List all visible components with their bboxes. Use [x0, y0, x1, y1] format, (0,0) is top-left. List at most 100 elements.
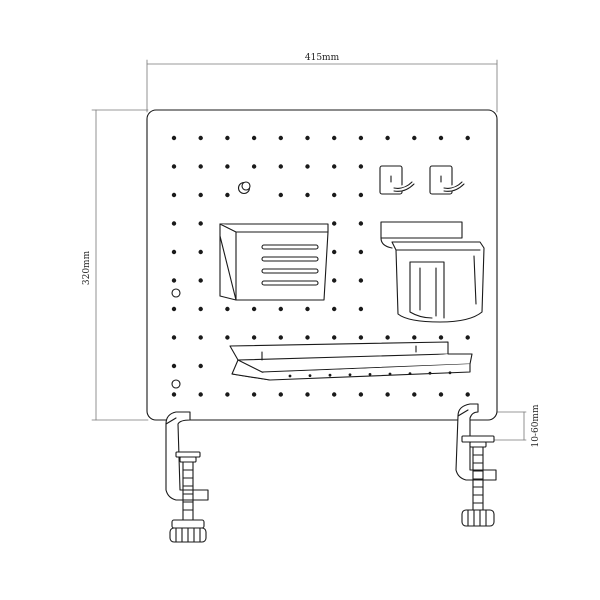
peg-hole: [358, 249, 364, 255]
peg-hole: [385, 135, 390, 141]
peg-hole: [171, 135, 177, 141]
peg-hole: [198, 164, 203, 169]
peg-hole: [278, 135, 283, 141]
mounting-screw: [171, 288, 181, 298]
peg-hole: [198, 278, 203, 283]
peg-hole: [332, 335, 337, 340]
peg-hole: [438, 135, 444, 141]
peg-hole: [358, 192, 364, 198]
peg-hole: [465, 335, 470, 340]
peg-hole: [171, 306, 177, 312]
width-label: 415mm: [305, 53, 340, 63]
peg-hole: [198, 335, 203, 340]
peg-hole: [225, 306, 230, 312]
peg-knob: [237, 181, 251, 195]
peg-hole: [358, 164, 364, 169]
peg-hole: [412, 335, 417, 340]
peg-hole: [171, 363, 177, 369]
peg-hole: [225, 335, 230, 340]
shelf-hole: [408, 372, 412, 375]
peg-hole: [305, 164, 310, 169]
peg-holes: [171, 135, 470, 397]
peg-hole: [332, 221, 337, 226]
shelf-hole: [328, 373, 332, 377]
peg-hole: [358, 306, 364, 312]
peg-hole: [251, 135, 257, 141]
peg-hole: [332, 164, 337, 169]
peg-hole: [332, 278, 337, 283]
peg-hole: [412, 392, 417, 397]
peg-hole: [305, 135, 310, 141]
peg-hole: [332, 306, 337, 312]
peg-hole: [305, 335, 310, 340]
peg-hole: [171, 249, 177, 255]
storage-basket: [219, 223, 329, 301]
peg-hole: [332, 249, 337, 255]
shelf-hole: [308, 374, 312, 377]
peg-hole: [465, 135, 470, 141]
peg-hole: [278, 392, 283, 397]
peg-hole: [278, 335, 283, 340]
peg-hole: [305, 392, 310, 397]
peg-hole: [278, 192, 283, 198]
height-label: 320mm: [82, 250, 92, 285]
peg-hole: [198, 135, 203, 141]
peg-hole: [358, 135, 364, 141]
peg-hole: [198, 221, 203, 226]
peg-hole: [251, 392, 257, 397]
shelf-holes: [288, 371, 452, 378]
hook: [429, 165, 465, 195]
desk-clamp-left: [165, 411, 209, 543]
peg-hole: [198, 192, 203, 198]
peg-hole: [385, 392, 390, 397]
width-dimension: [146, 59, 498, 113]
shelf-hole: [348, 373, 352, 377]
peg-hole: [278, 306, 283, 312]
peg-hole: [412, 135, 417, 141]
peg-hole: [358, 278, 364, 283]
peg-hole: [171, 392, 177, 397]
peg-hole: [358, 335, 364, 340]
peg-hole: [225, 135, 230, 141]
peg-hole: [332, 135, 337, 141]
peg-hole: [385, 335, 390, 340]
height-dimension: [91, 109, 149, 421]
peg-hole: [225, 392, 230, 397]
peg-hole: [171, 335, 177, 340]
peg-hole: [198, 306, 203, 312]
peg-hole: [305, 306, 310, 312]
shelf: [229, 341, 473, 381]
desk-clamp-right: [455, 403, 497, 527]
peg-hole: [358, 221, 364, 226]
peg-hole: [171, 221, 177, 226]
peg-hole: [171, 278, 177, 283]
peg-hole: [171, 164, 177, 169]
peg-hole: [358, 392, 364, 397]
peg-hole: [278, 164, 283, 169]
clamp-range-label: 10-60mm: [531, 404, 541, 447]
peg-hole: [198, 363, 203, 369]
peg-hole: [438, 392, 444, 397]
peg-hole: [171, 192, 177, 198]
cup-holder: [380, 221, 485, 323]
peg-hole: [225, 192, 230, 198]
peg-hole: [305, 192, 310, 198]
peg-hole: [465, 392, 470, 397]
shelf-hole: [448, 371, 452, 375]
shelf-hole: [368, 373, 372, 376]
peg-hole: [251, 164, 257, 169]
peg-hole: [438, 335, 444, 340]
hook: [379, 165, 415, 195]
peg-hole: [251, 306, 257, 312]
peg-hole: [251, 335, 257, 340]
peg-hole: [198, 249, 203, 255]
shelf-hole: [388, 372, 392, 376]
shelf-hole: [288, 374, 292, 378]
peg-hole: [225, 164, 230, 169]
mounting-screw: [171, 379, 181, 389]
shelf-hole: [428, 371, 432, 375]
peg-hole: [332, 392, 337, 397]
peg-hole: [198, 392, 203, 397]
peg-hole: [332, 192, 337, 198]
